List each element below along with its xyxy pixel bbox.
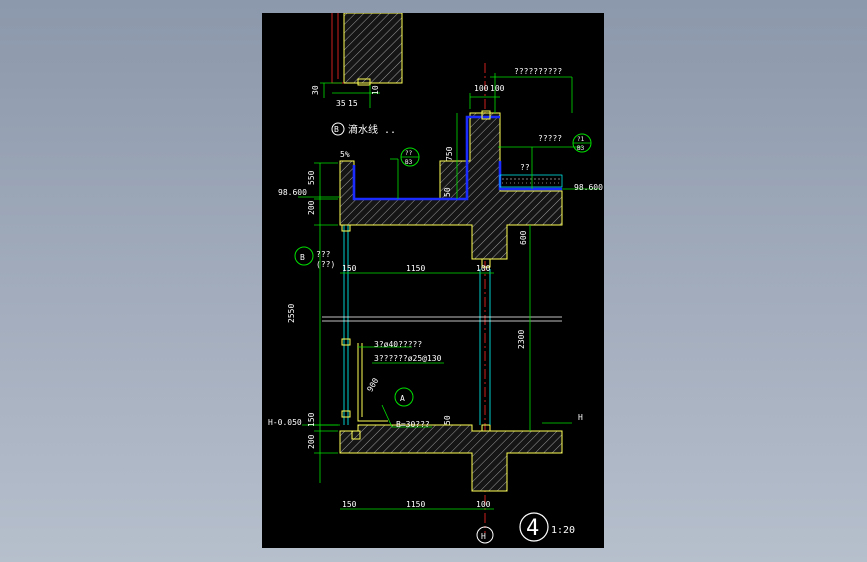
note-slope: B=30???: [396, 420, 430, 429]
dimension-lines: [314, 73, 531, 510]
dim-150-c: 150: [342, 500, 357, 509]
axis-b-letter: B: [300, 253, 305, 262]
dim-100-d: 100: [476, 500, 491, 509]
drip-axis-letter: B: [334, 125, 339, 134]
dim-1150: 1150: [406, 264, 425, 273]
ref-bubble-2: ?1 B3: [572, 133, 592, 153]
ref-bubble-1: ?? B3: [400, 147, 420, 167]
leader-lines: [298, 76, 600, 428]
glazing-lines: [322, 224, 562, 425]
dim-750: 750: [445, 146, 454, 161]
axis-b-sub: ???: [316, 250, 331, 259]
elevation-left: 98.600: [278, 188, 307, 197]
section-drawing: 30 35 15 10 B 滴水线 ..: [268, 13, 603, 544]
dim-15: 15: [348, 99, 358, 108]
dim-200-b: 200: [307, 434, 316, 449]
ref2-top: ?1: [577, 136, 585, 143]
note-waterproof: ?????: [538, 134, 562, 143]
dim-35: 35: [336, 99, 346, 108]
slope-5pct: 5%: [340, 150, 350, 159]
lower-slab-section: [339, 424, 563, 492]
dim-200: 200: [307, 200, 316, 215]
elevation-h: H-0.050: [268, 418, 302, 427]
upper-slab-section: [339, 110, 563, 268]
ref1-bottom: B3: [405, 159, 413, 166]
dim-50-b: 50: [443, 415, 452, 425]
note-rebar-1: 3?ø40?????: [374, 340, 422, 349]
dim-100-c: 100: [476, 264, 491, 273]
note-question: ??: [520, 163, 530, 172]
dim-100-b: 100: [490, 84, 505, 93]
ref2-bottom: B3: [577, 145, 585, 152]
axis-a-bubble: A: [394, 387, 414, 407]
dim-2300: 2300: [517, 330, 526, 349]
dim-100-a: 100: [474, 84, 489, 93]
dim-50: 50: [443, 187, 452, 197]
dim-900: 900: [365, 376, 380, 393]
scale-text: 1:20: [551, 525, 575, 536]
axis-b-sub2: (??): [316, 260, 335, 269]
ref1-top: ??: [405, 150, 413, 157]
dim-2550: 2550: [287, 304, 296, 323]
drawing-sheet[interactable]: 30 35 15 10 B 滴水线 ..: [262, 13, 604, 548]
drip-callout: B 滴水线 ..: [331, 122, 396, 136]
axis-h-bubble: H: [476, 526, 494, 544]
elevation-h-right: H: [578, 413, 583, 422]
upper-wall-fragment: [331, 13, 403, 86]
scale-number: 4: [526, 516, 539, 541]
axis-a-letter: A: [400, 394, 405, 403]
dim-550: 550: [307, 170, 316, 185]
scale-callout: 4 1:20: [519, 512, 575, 542]
elevation-right: 98.600: [574, 183, 603, 192]
dim-30: 30: [311, 85, 320, 95]
top-detail-dims: 30 35 15 10: [311, 82, 380, 108]
axis-b-bubble: B ??? (??): [294, 246, 335, 269]
dim-150-b: 150: [307, 412, 316, 427]
dim-1150-b: 1150: [406, 500, 425, 509]
drip-text: 滴水线 ..: [348, 123, 396, 136]
dim-600: 600: [519, 230, 528, 245]
note-top-right: ??????????: [514, 67, 562, 76]
dim-10: 10: [371, 85, 380, 95]
axis-h-letter: H: [481, 532, 486, 541]
note-rebar-2: 3??????ø25@130: [374, 354, 442, 363]
dim-150: 150: [342, 264, 357, 273]
